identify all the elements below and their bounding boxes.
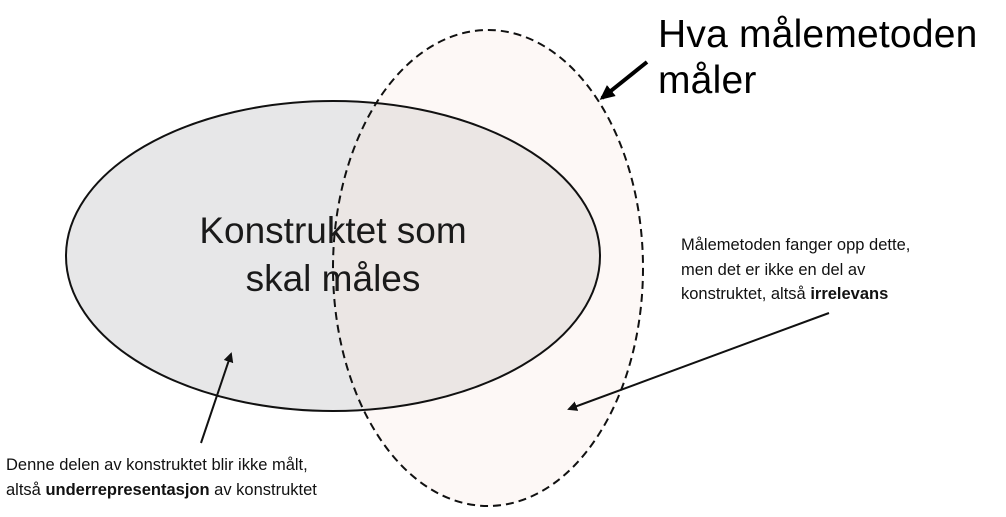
irrelevance-note-line3: konstruktet, altså irrelevans (681, 282, 910, 307)
irrelevance-term: irrelevans (810, 285, 889, 303)
construct-label: Konstruktet som skal måles (150, 207, 516, 303)
underrepresentation-term: underrepresentasjon (45, 480, 210, 499)
underrepresentation-note-line1: Denne delen av konstruktet blir ikke mål… (6, 456, 308, 474)
overlap-region (333, 101, 600, 411)
measure-label: Hva målemetoden måler (658, 12, 978, 104)
irrelevance-arrow (567, 312, 830, 411)
underrepresentation-note-prefix: altså (6, 480, 46, 499)
underrepresentation-note-line2: altså underrepresentasjon av konstruktet (6, 478, 317, 503)
measure-label-arrow (599, 60, 649, 100)
construct-ellipse-outline (65, 100, 601, 412)
construct-label-line2: skal måles (245, 258, 421, 299)
measure-label-line1: Hva målemetoden (658, 13, 978, 56)
measure-label-line2: måler (658, 59, 757, 102)
irrelevance-note-line1: Målemetoden fanger opp dette, (681, 236, 911, 254)
measure-ellipse-outline (332, 29, 644, 507)
underrepresentation-note: Denne delen av konstruktet blir ikke mål… (6, 453, 317, 502)
underrepresentation-arrow (200, 352, 234, 444)
construct-label-line1: Konstruktet som (199, 210, 467, 251)
irrelevance-note-line2: men det er ikke en del av (681, 260, 866, 279)
irrelevance-note: Målemetoden fanger opp dette, men det er… (681, 233, 910, 307)
irrelevance-note-prefix: konstruktet, altså (681, 285, 811, 303)
underrepresentation-note-suffix: av konstruktet (209, 480, 317, 499)
